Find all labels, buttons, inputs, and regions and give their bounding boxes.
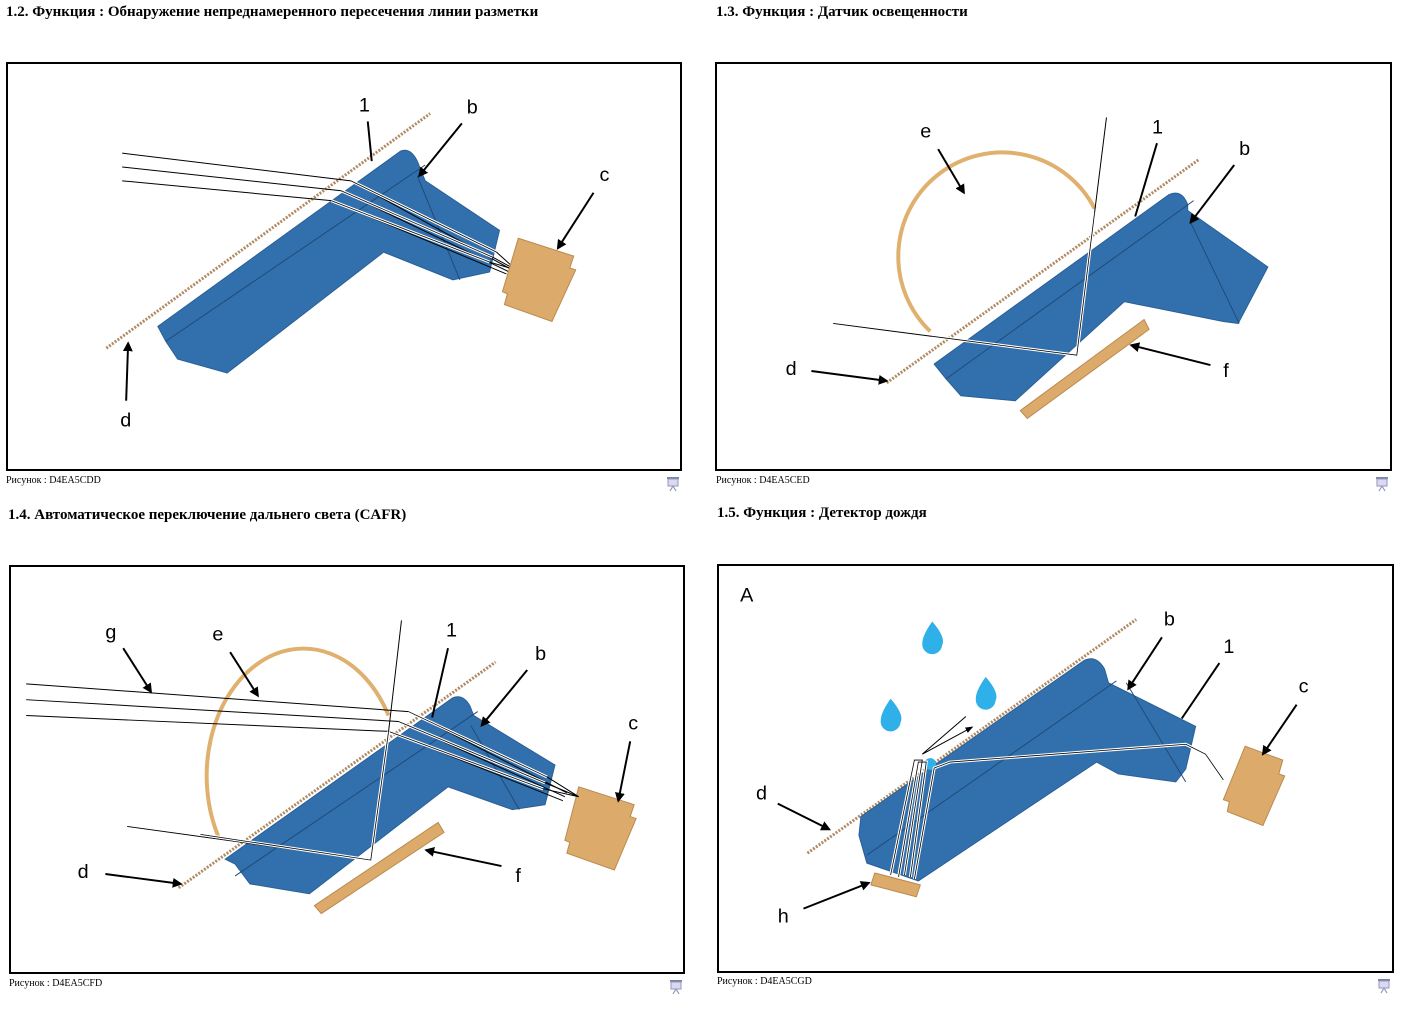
section-title-1-5: 1.5. Функция : Детектор дождя (717, 505, 927, 521)
label-f: f (1223, 360, 1229, 382)
camera-sensor (501, 237, 577, 323)
prism (157, 149, 501, 374)
rain-drop (880, 698, 902, 732)
figure-caption-1-5: Рисунок : D4EA5CGD (717, 976, 812, 987)
label-g: g (105, 621, 116, 643)
rain-sensor (870, 872, 921, 898)
label-b: b (1239, 138, 1250, 160)
arc-e (896, 150, 1097, 333)
figure-frame-1-5: A b 1 c d h (717, 564, 1394, 973)
label-h: h (778, 905, 789, 927)
label-b: b (1164, 608, 1175, 630)
label-c: c (1299, 676, 1309, 698)
windshield-glass (105, 112, 432, 350)
rain-drop (922, 621, 943, 655)
camera-sensor (1222, 745, 1286, 827)
light-sensor (313, 821, 445, 915)
arc-e (204, 646, 391, 838)
windshield-glass (177, 660, 497, 890)
figure-frame-1-3: e 1 b f d (715, 62, 1392, 471)
presentation-icon[interactable] (669, 979, 683, 995)
label-1: 1 (446, 619, 457, 641)
figure-frame-1-2: 1 b c d (6, 62, 682, 471)
rain-drop (975, 676, 997, 710)
windshield-glass (885, 157, 1201, 385)
diagram-lane-departure: 1 b c d (105, 95, 609, 431)
figure-caption-1-2: Рисунок : D4EA5CDD (6, 475, 101, 486)
windshield-glass (806, 618, 1138, 855)
label-c: c (628, 712, 638, 734)
figure-caption-1-3: Рисунок : D4EA5CED (716, 475, 810, 486)
section-title-1-4: 1.4. Автоматическое переключение дальнег… (8, 507, 407, 523)
diagram-rain-detector: A b 1 c d h (740, 585, 1309, 928)
figure-frame-1-4: g e 1 b c f d (9, 565, 685, 974)
prism (933, 192, 1269, 402)
label-b: b (467, 97, 478, 119)
rain-drops (880, 621, 997, 770)
label-d: d (756, 783, 767, 805)
label-c: c (599, 164, 609, 186)
label-1: 1 (1223, 636, 1234, 658)
label-b: b (535, 643, 546, 665)
label-d: d (120, 409, 131, 431)
label-d: d (78, 861, 89, 883)
label-A: A (740, 585, 754, 607)
section-title-1-3: 1.3. Функция : Датчик освещенности (716, 4, 968, 20)
label-d: d (786, 358, 797, 380)
label-f: f (515, 865, 521, 887)
camera-sensor (564, 786, 637, 871)
presentation-icon[interactable] (666, 476, 680, 492)
presentation-icon[interactable] (1377, 978, 1391, 994)
diagram-cafr: g e 1 b c f d (26, 619, 638, 915)
label-e: e (212, 623, 223, 645)
presentation-icon[interactable] (1375, 476, 1389, 492)
section-title-1-2: 1.2. Функция : Обнаружение непреднамерен… (6, 4, 539, 20)
figure-caption-1-4: Рисунок : D4EA5CFD (9, 978, 103, 989)
diagram-light-sensor: e 1 b f d (786, 116, 1269, 420)
label-1: 1 (1152, 116, 1163, 138)
label-e: e (920, 120, 931, 142)
light-sensor (1019, 318, 1150, 420)
label-1: 1 (359, 95, 370, 117)
